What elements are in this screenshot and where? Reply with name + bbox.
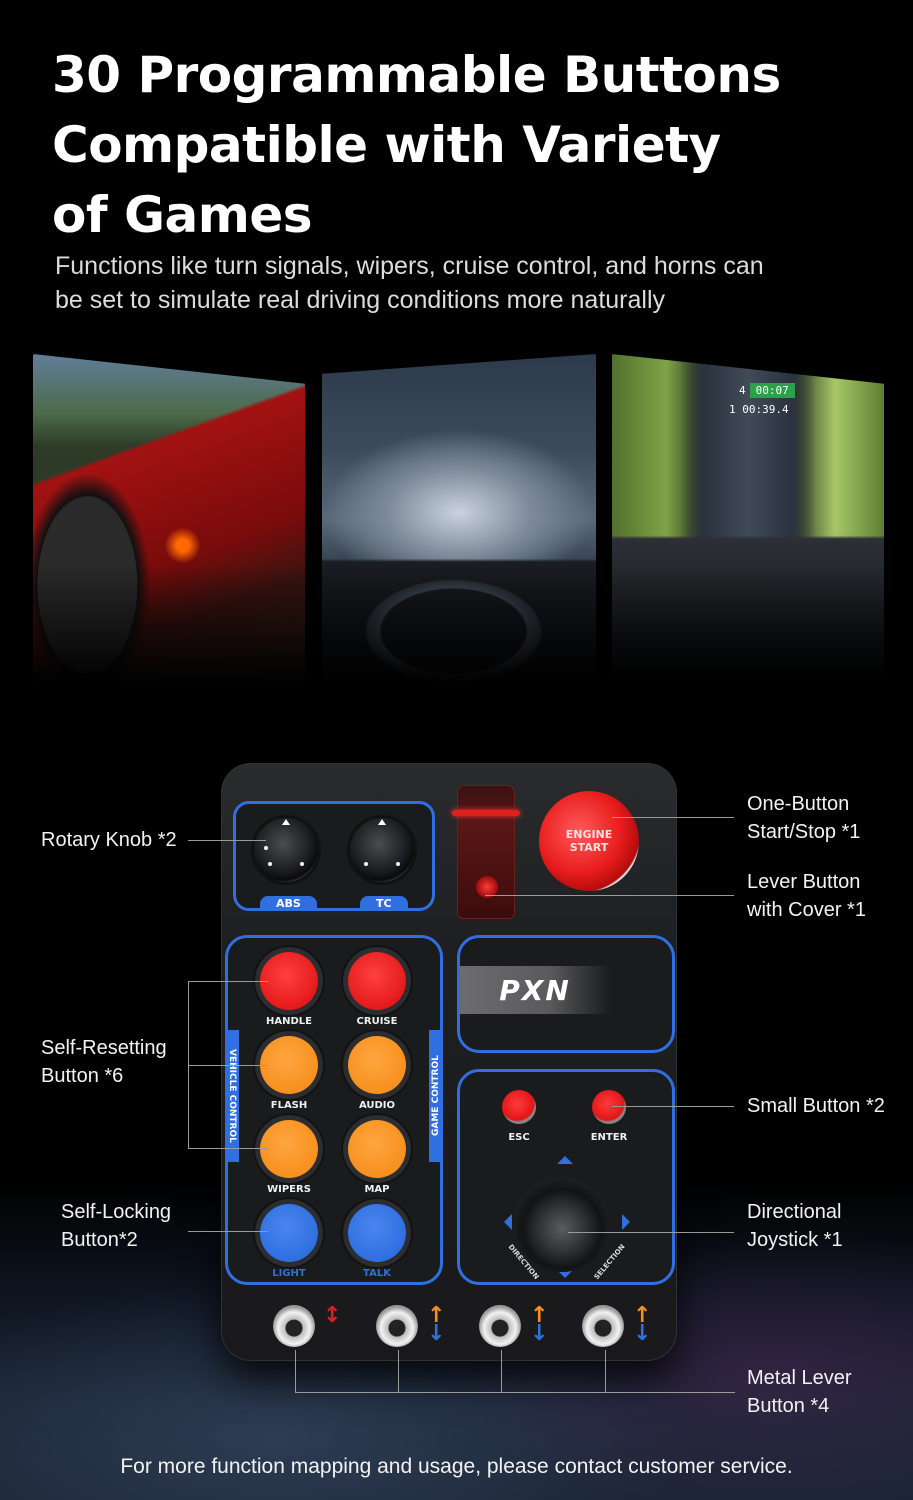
callout-line bbox=[398, 1350, 399, 1392]
hud-lap-time: 1 00:39.4 bbox=[729, 403, 789, 416]
rotary-knob-callout: Rotary Knob *2 bbox=[41, 829, 177, 851]
knob-panel: ABS TC bbox=[233, 801, 435, 911]
subtitle: Functions like turn signals, wipers, cru… bbox=[55, 249, 875, 317]
truck-rear-lights-scene bbox=[33, 354, 305, 684]
callout-line bbox=[188, 1065, 268, 1066]
control-button-panel: VEHICLE CONTROL GAME CONTROL HANDLE CRUI… bbox=[225, 935, 443, 1285]
rainy-highway-cockpit-scene bbox=[322, 354, 596, 684]
esc-label: ESC bbox=[508, 1132, 530, 1143]
arrow-down-icon bbox=[557, 1270, 573, 1278]
light-button[interactable] bbox=[260, 1204, 318, 1262]
page-title: 30 Programmable Buttons Compatible with … bbox=[52, 40, 892, 250]
callout-line bbox=[485, 895, 734, 896]
callout-line bbox=[188, 840, 266, 841]
callout-line bbox=[501, 1350, 502, 1392]
joystick-panel: ESC ENTER DIRECTION SELECTION bbox=[457, 1069, 675, 1285]
arrow-right-icon bbox=[622, 1214, 630, 1230]
title-line-1: 30 Programmable Buttons bbox=[52, 46, 781, 104]
callout-line bbox=[188, 981, 189, 1149]
arrow-left-icon bbox=[504, 1214, 512, 1230]
callout-line bbox=[612, 817, 734, 818]
up-down-arrow-icon: ↑↓ bbox=[530, 1303, 549, 1346]
flash-button[interactable] bbox=[260, 1036, 318, 1094]
abs-label: ABS bbox=[260, 896, 317, 911]
hud-position: 4 bbox=[739, 384, 746, 397]
covered-lever-switch[interactable] bbox=[452, 785, 520, 919]
callout-line bbox=[188, 981, 268, 982]
callout-line bbox=[612, 1106, 734, 1107]
footer-note: For more function mapping and usage, ple… bbox=[120, 1455, 793, 1478]
metal-lever-4[interactable] bbox=[582, 1305, 624, 1347]
hud-timer: 00:07 bbox=[749, 383, 795, 398]
map-button[interactable] bbox=[348, 1120, 406, 1178]
callout-line bbox=[295, 1350, 296, 1392]
talk-label: TALK bbox=[363, 1268, 391, 1279]
cruise-label: CRUISE bbox=[356, 1016, 398, 1027]
game-control-label: GAME CONTROL bbox=[429, 1030, 443, 1162]
vehicle-control-label: VEHICLE CONTROL bbox=[225, 1030, 239, 1162]
directional-joystick[interactable] bbox=[514, 1176, 610, 1272]
subtitle-line-2: be set to simulate real driving conditio… bbox=[55, 286, 666, 314]
pxn-logo: PXN bbox=[460, 966, 610, 1014]
map-label: MAP bbox=[364, 1184, 390, 1195]
light-label: LIGHT bbox=[272, 1268, 306, 1279]
logo-panel: PXN bbox=[457, 935, 675, 1053]
knob-indicator-icon bbox=[282, 819, 290, 825]
handle-button[interactable] bbox=[260, 952, 318, 1010]
up-down-arrow-icon: ↑↓ bbox=[427, 1303, 446, 1346]
engine-label-line1: ENGINE bbox=[565, 828, 613, 841]
tc-label: TC bbox=[360, 896, 408, 911]
arrow-up-icon bbox=[557, 1156, 573, 1164]
talk-button[interactable] bbox=[348, 1204, 406, 1262]
enter-label: ENTER bbox=[590, 1132, 628, 1143]
flash-label: FLASH bbox=[270, 1100, 308, 1111]
knob-indicator-icon bbox=[378, 819, 386, 825]
callout-line bbox=[188, 1231, 268, 1232]
title-line-2: Compatible with Variety bbox=[52, 116, 721, 174]
callout-line bbox=[568, 1232, 734, 1233]
wipers-button[interactable] bbox=[260, 1120, 318, 1178]
esc-button[interactable] bbox=[502, 1090, 536, 1124]
tc-rotary-knob[interactable] bbox=[350, 818, 414, 882]
engine-label-line2: START bbox=[569, 841, 609, 854]
cruise-button[interactable] bbox=[348, 952, 406, 1010]
small-button-callout: Small Button *2 bbox=[747, 1095, 885, 1117]
up-down-arrow-icon: ↕ bbox=[323, 1303, 342, 1328]
audio-label: AUDIO bbox=[358, 1100, 396, 1111]
handle-label: HANDLE bbox=[266, 1016, 312, 1027]
callout-line bbox=[605, 1350, 606, 1392]
metal-lever-2[interactable] bbox=[376, 1305, 418, 1347]
title-line-3: of Games bbox=[52, 186, 313, 244]
subtitle-line-1: Functions like turn signals, wipers, cru… bbox=[55, 252, 764, 280]
metal-lever-3[interactable] bbox=[479, 1305, 521, 1347]
metal-lever-1[interactable] bbox=[273, 1305, 315, 1347]
abs-rotary-knob[interactable] bbox=[254, 818, 318, 882]
callout-line bbox=[188, 1148, 268, 1149]
callout-line bbox=[295, 1392, 735, 1393]
enter-button[interactable] bbox=[592, 1090, 626, 1124]
wipers-label: WIPERS bbox=[267, 1184, 311, 1195]
audio-button[interactable] bbox=[348, 1036, 406, 1094]
up-down-arrow-icon: ↑↓ bbox=[633, 1303, 652, 1346]
